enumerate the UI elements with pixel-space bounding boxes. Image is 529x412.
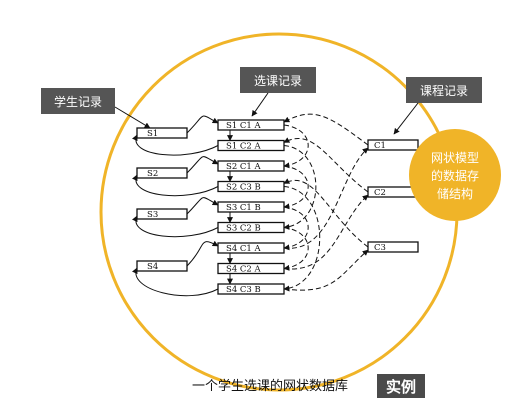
student-return-link xyxy=(132,134,219,156)
selection-record-box xyxy=(217,283,285,295)
course-records-label: 课程记录 xyxy=(420,83,468,98)
course-record-label: C3 xyxy=(374,243,386,253)
student-records-callout: 学生记录 xyxy=(41,88,151,129)
bubble-line-2: 的数据存 xyxy=(431,168,479,183)
course-return-link xyxy=(283,147,369,249)
selection-record-label: S4 C3 B xyxy=(226,285,261,295)
selection-record-label: S2 C3 B xyxy=(226,183,261,193)
selection-record-box xyxy=(217,262,285,275)
caption-badge: 实例 xyxy=(386,378,416,396)
student-return-link xyxy=(132,215,219,238)
selection-record-box xyxy=(217,160,285,172)
student-owner-link xyxy=(186,197,219,215)
course-record-box xyxy=(367,139,419,151)
student-return-link xyxy=(132,267,219,297)
selection-record-box xyxy=(217,242,285,254)
course-chain-link xyxy=(283,206,309,251)
course-record-label: C1 xyxy=(374,141,386,151)
selection-record-label: S4 C2 A xyxy=(226,265,262,275)
student-record-label: S2 xyxy=(147,169,158,179)
caption-text: 一个学生选课的网状数据库 xyxy=(192,378,348,394)
student-record-box xyxy=(136,127,188,139)
selection-record-box xyxy=(217,119,285,131)
student-record-label: S4 xyxy=(147,262,158,272)
owner-links xyxy=(132,115,233,297)
selection-records-label: 选课记录 xyxy=(254,74,302,88)
student-owner-link xyxy=(186,240,219,267)
student-record-label: S1 xyxy=(147,129,158,139)
course-return-link xyxy=(283,249,369,291)
course-return-link xyxy=(283,194,369,270)
caption-badge-bg xyxy=(377,374,425,398)
student-record-box xyxy=(136,260,188,272)
selection-record-label: S3 C2 B xyxy=(226,224,261,234)
course-chain-link xyxy=(283,145,317,230)
selection-records-callout: 选课记录 xyxy=(240,67,316,117)
selection-record-box xyxy=(217,221,285,234)
course-chain-link xyxy=(283,186,321,292)
student-record-box xyxy=(136,208,188,220)
course-links xyxy=(283,113,369,292)
selection-record-box xyxy=(217,180,285,193)
bubble-line-1: 网状模型 xyxy=(431,151,479,165)
course-record-label: C2 xyxy=(374,188,386,198)
course-owner-link xyxy=(283,137,369,193)
course-owner-link xyxy=(283,178,369,248)
course-owner-link xyxy=(283,113,369,146)
selection-record-label: S1 C2 A xyxy=(226,142,262,152)
student-owner-link xyxy=(186,156,219,174)
selection-record-label: S4 C1 A xyxy=(226,244,262,254)
student-record-label: S3 xyxy=(147,210,158,220)
selection-record-box xyxy=(217,139,285,152)
selection-record-label: S2 C1 A xyxy=(226,162,262,172)
student-records-label: 学生记录 xyxy=(54,94,102,109)
student-owner-link xyxy=(186,115,219,134)
caption: 一个学生选课的网状数据库 实例 xyxy=(192,374,425,398)
course-chain-link xyxy=(283,124,309,169)
selection-record-box xyxy=(217,201,285,213)
selection-records-group: S1 C1 A S1 C2 A S2 C1 A S2 C3 B S3 C1 B S3 C2… xyxy=(217,119,285,295)
course-record-box xyxy=(367,241,419,253)
course-chain-link xyxy=(283,165,309,210)
bubble-line-3: 储结构 xyxy=(437,186,473,201)
course-records-callout: 课程记录 xyxy=(393,77,482,135)
course-chain-link xyxy=(283,227,309,271)
selection-record-label: S3 C1 B xyxy=(226,203,261,213)
student-return-link xyxy=(132,174,219,197)
network-model-bubble: 网状模型 的数据存 储结构 xyxy=(409,129,501,221)
student-record-box xyxy=(136,167,188,179)
selection-record-label: S1 C1 A xyxy=(226,121,262,131)
